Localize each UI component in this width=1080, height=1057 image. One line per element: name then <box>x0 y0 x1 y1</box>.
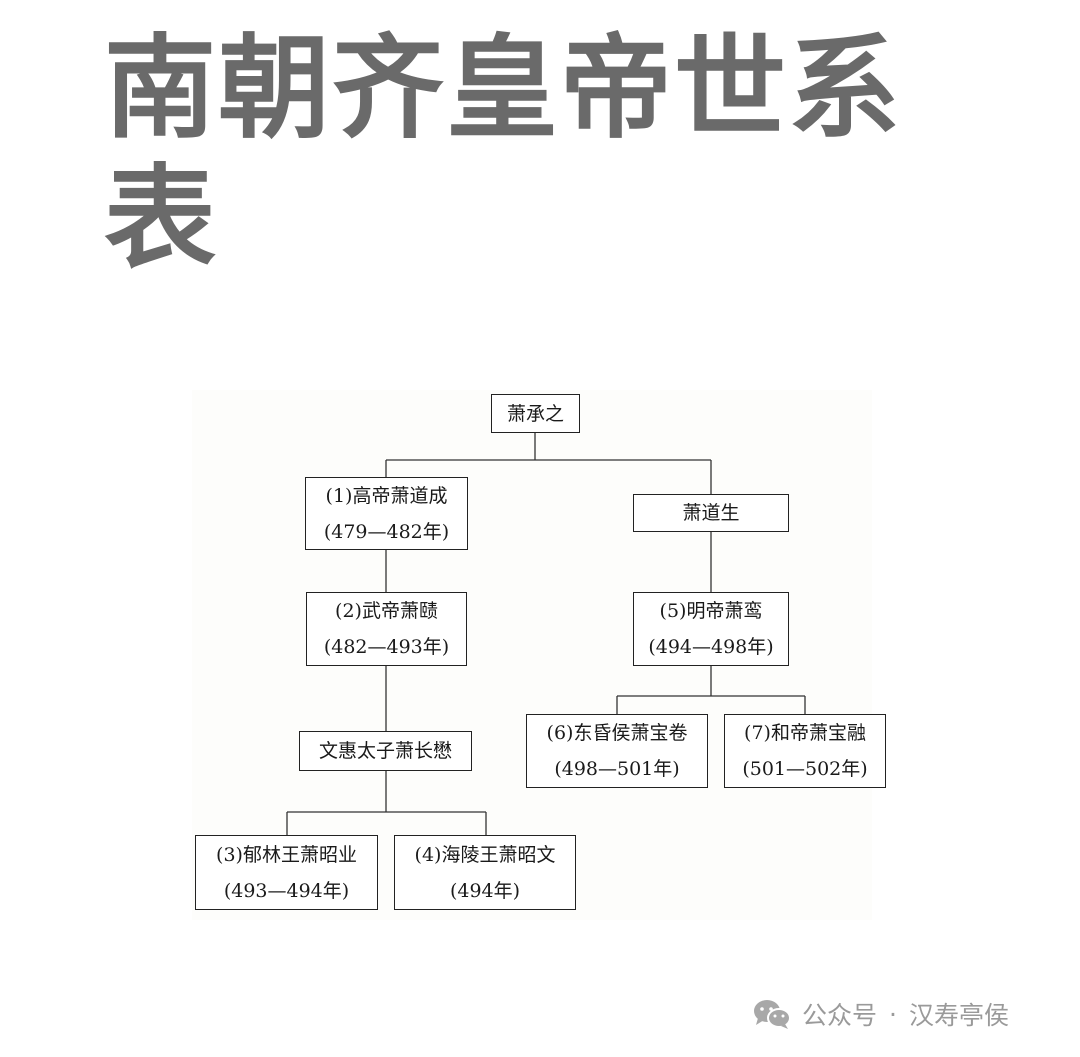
node-years: (482—493年) <box>323 636 450 658</box>
node-gaodi-xiao-daocheng: (1)高帝萧道成 (479—482年) <box>305 477 468 550</box>
node-label: 萧道生 <box>682 502 740 524</box>
node-wenhui-taizi-xiao-zhangmao: 文惠太子萧长懋 <box>299 731 472 771</box>
node-yulinwang-xiao-zhaoye: (3)郁林王萧昭业 (493—494年) <box>195 835 378 910</box>
node-years: (494年) <box>449 879 521 902</box>
node-label: (1)高帝萧道成 <box>325 484 448 507</box>
node-donghunhou-xiao-baojuan: (6)东昏侯萧宝卷 (498—501年) <box>526 714 708 788</box>
watermark-separator: · <box>889 999 897 1029</box>
node-label: 萧承之 <box>506 402 564 425</box>
watermark-source: 公众号 <box>802 1001 878 1030</box>
node-xiao-daosheng: 萧道生 <box>633 494 789 532</box>
wechat-icon <box>754 1000 791 1029</box>
node-wudi-xiao-ze: (2)武帝萧赜 (482—493年) <box>306 592 467 666</box>
node-mingdi-xiao-luan: (5)明帝萧鸾 (494—498年) <box>633 592 789 666</box>
node-hailingwang-xiao-zhaowen: (4)海陵王萧昭文 (494年) <box>394 835 576 910</box>
node-label: (2)武帝萧赜 <box>335 600 438 622</box>
watermark-author: 汉寿亭侯 <box>908 1001 1009 1030</box>
node-years: (501—502年) <box>742 758 868 780</box>
node-years: (498—501年) <box>554 758 680 780</box>
node-label: (3)郁林王萧昭业 <box>216 843 357 866</box>
node-label: (6)东昏侯萧宝卷 <box>546 722 688 744</box>
page-title: 南朝齐皇帝世系表 <box>104 24 902 284</box>
node-label: (4)海陵王萧昭文 <box>414 843 556 866</box>
node-label: (7)和帝萧宝融 <box>744 722 866 744</box>
node-years: (493—494年) <box>223 879 350 902</box>
node-hedi-xiao-baorong: (7)和帝萧宝融 (501—502年) <box>724 714 886 788</box>
watermark: 公众号 · 汉寿亭侯 <box>752 996 1009 1032</box>
node-label: 文惠太子萧长懋 <box>318 740 452 762</box>
node-label: (5)明帝萧鸾 <box>659 600 763 622</box>
node-xiao-chengzhi: 萧承之 <box>491 394 580 433</box>
node-years: (494—498年) <box>648 636 774 658</box>
node-years: (479—482年) <box>323 520 450 543</box>
